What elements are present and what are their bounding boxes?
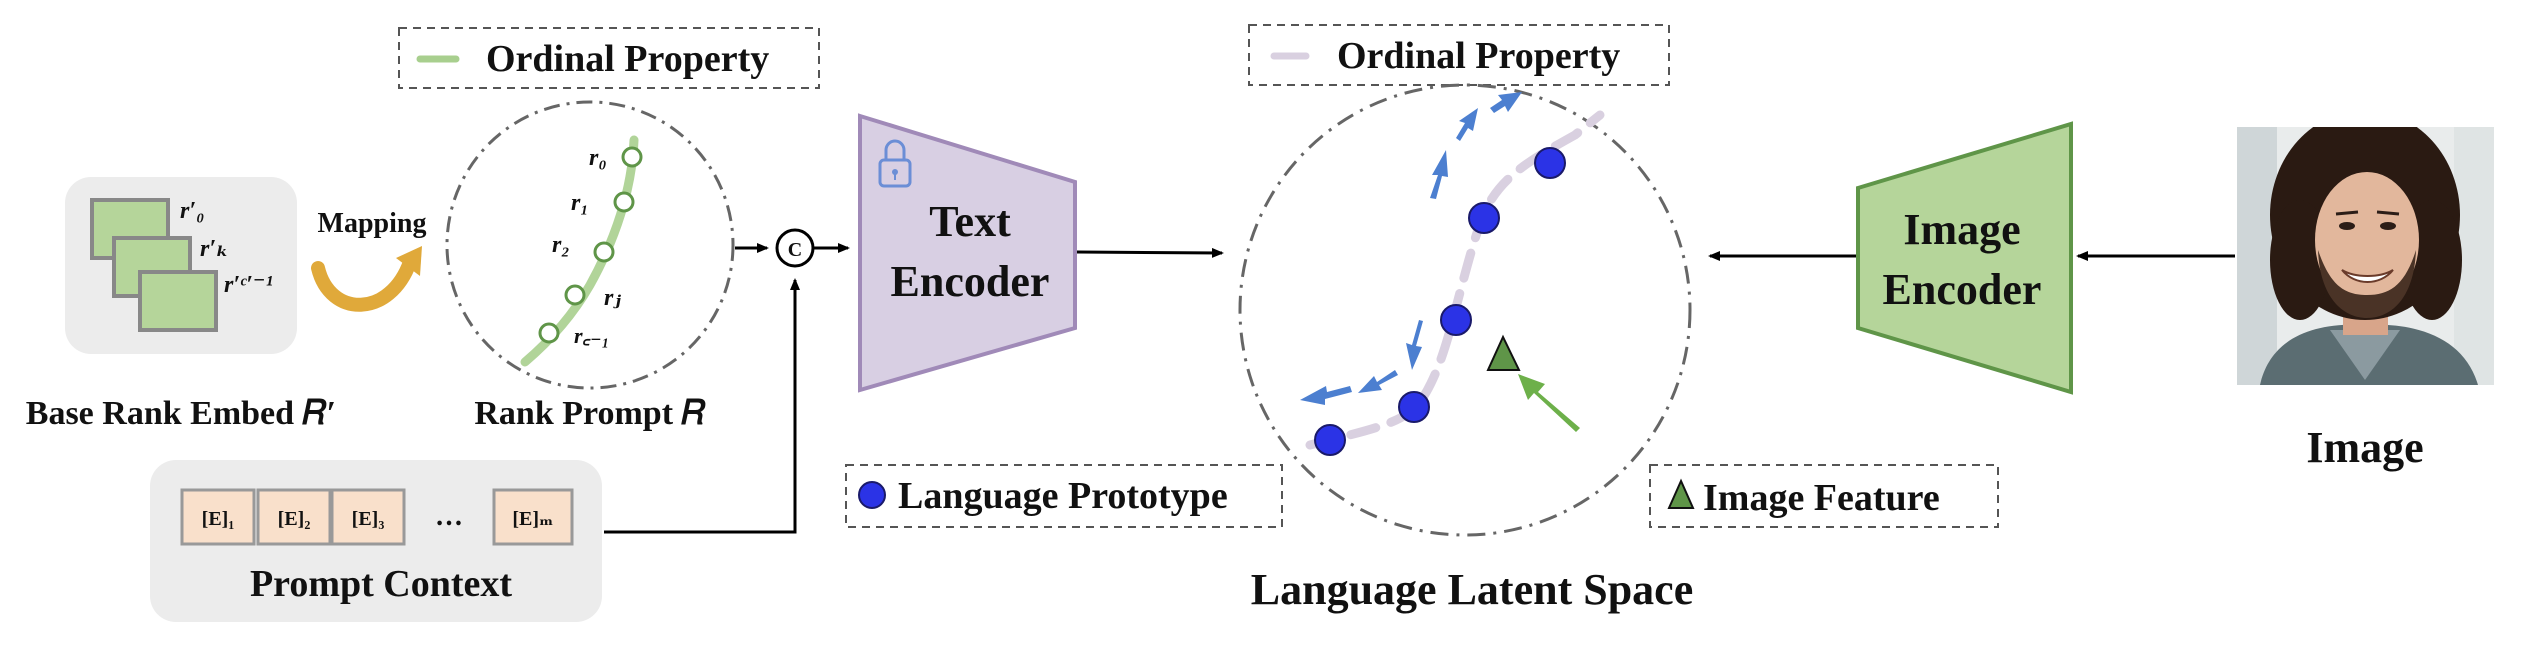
text-encoder-line2: Encoder: [891, 257, 1050, 306]
image-encoder-line1: Image: [1903, 205, 2020, 254]
rank-label-2: r₂: [552, 232, 570, 258]
legend-ordinal-left: Ordinal Property: [398, 27, 820, 89]
language-prototype-point: [1314, 424, 1346, 456]
base-rank-title: Base Rank Embed 𝑅′: [26, 395, 336, 432]
context-token-3: [330, 488, 406, 546]
rank-label-c1: r꜀₋₁: [574, 323, 609, 348]
latent-ordinal-curve: [1305, 110, 1605, 450]
base-rank-label-0: r′₀: [180, 198, 204, 224]
image-encoder-line2: Encoder: [1883, 265, 2042, 314]
text-encoder-line1: Text: [929, 197, 1011, 246]
rank-node-0: [621, 146, 643, 168]
lock-icon: [878, 139, 912, 188]
rank-node-2: [593, 241, 615, 263]
input-image: [2237, 127, 2494, 385]
mapping-arrow: [311, 246, 422, 312]
rank-label-0: r₀: [589, 145, 607, 171]
legend-feature-label: Image Feature: [1703, 477, 1940, 519]
legend-ordinal-left-label: Ordinal Property: [486, 38, 769, 80]
text-to-latent-arrow: [1076, 247, 1224, 258]
rank-node-j: [564, 284, 586, 306]
language-prototype-point: [1440, 304, 1472, 336]
rank-prompt-circle: r₀ r₁ r₂ rⱼ r꜀₋₁: [445, 100, 735, 390]
prompt-context-panel: [E]₁ [E]₂ [E]₃ … [E]ₘ Prompt Context: [150, 460, 602, 622]
language-prototype-point: [1398, 391, 1430, 423]
legend-ordinal-right: Ordinal Property: [1248, 24, 1670, 86]
image-feature-arrow: [1518, 374, 1580, 432]
image-encoder: Image Encoder: [1856, 121, 2073, 395]
language-prototype-point: [1468, 202, 1500, 234]
context-token-m: [492, 488, 574, 546]
language-prototype-point: [1534, 147, 1566, 179]
context-token-2: [256, 488, 332, 546]
mapping-label: Mapping: [318, 208, 427, 239]
image-feature-point: [1486, 334, 1521, 371]
context-token-label-2: [E]₂: [278, 508, 311, 530]
base-rank-label-2: r′ᶜ′⁻¹: [224, 272, 273, 298]
legend-ordinal-right-label: Ordinal Property: [1337, 35, 1620, 77]
legend-prototype: Language Prototype: [845, 464, 1283, 528]
base-rank-panel: r′₀ r′ₖ r′ᶜ′⁻¹: [65, 177, 297, 354]
legend-feature: Image Feature: [1649, 464, 1999, 528]
rank-label-j: rⱼ: [604, 285, 621, 311]
text-encoder: Text Encoder: [858, 113, 1077, 393]
rank-label-1: r₁: [571, 190, 589, 216]
legend-prototype-label: Language Prototype: [898, 475, 1228, 517]
concat-node: C: [604, 228, 850, 534]
prompt-context-title: Prompt Context: [250, 563, 512, 605]
context-token-label-m: [E]ₘ: [512, 508, 553, 530]
base-rank-card-2: [138, 270, 218, 332]
context-token-label-3: [E]₃: [352, 508, 385, 530]
rank-node-c1: [538, 322, 560, 344]
legend-prototype-swatch: [858, 481, 886, 509]
context-token-label-1: [E]₁: [202, 508, 235, 530]
context-token-1: [180, 488, 256, 546]
latent-space-title: Language Latent Space: [1251, 565, 1693, 614]
trajectory-arrows: [1300, 92, 1522, 405]
rank-prompt-title: Rank Prompt 𝑅: [474, 395, 705, 432]
base-rank-label-1: r′ₖ: [200, 236, 229, 262]
legend-feature-swatch: [1667, 478, 1695, 509]
rank-node-1: [613, 191, 635, 213]
context-ellipsis: …: [435, 501, 463, 532]
image-label: Image: [2306, 423, 2423, 472]
latent-space-circle: [1238, 83, 1692, 537]
concat-symbol: C: [788, 239, 802, 261]
